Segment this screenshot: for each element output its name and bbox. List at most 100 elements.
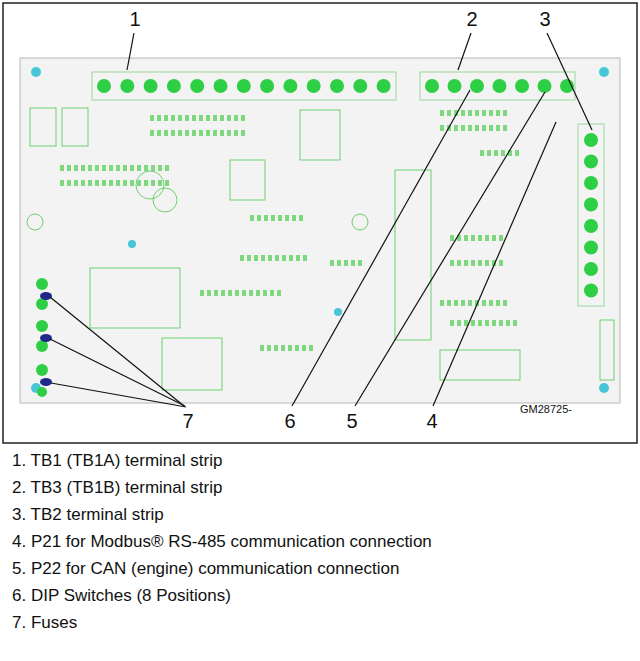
small-components bbox=[60, 110, 519, 351]
callout-number: 7 bbox=[182, 410, 193, 433]
smd-part bbox=[330, 260, 334, 266]
smd-part bbox=[270, 290, 274, 296]
smd-part bbox=[228, 290, 232, 296]
smd-part bbox=[351, 260, 355, 266]
smd-part bbox=[171, 130, 175, 136]
terminal-pad bbox=[584, 241, 598, 255]
smd-part bbox=[450, 235, 454, 241]
smd-part bbox=[130, 180, 134, 186]
smd-part bbox=[257, 215, 261, 221]
smd-part bbox=[185, 130, 189, 136]
smd-part bbox=[235, 290, 239, 296]
smd-part bbox=[227, 130, 231, 136]
board-components bbox=[27, 108, 614, 390]
smd-part bbox=[109, 180, 113, 186]
terminal-pad bbox=[584, 198, 598, 212]
smd-part bbox=[274, 345, 278, 351]
smd-part bbox=[247, 255, 251, 261]
smd-part bbox=[515, 150, 519, 156]
callout-number: 2 bbox=[466, 8, 477, 31]
terminal-pad bbox=[584, 219, 598, 233]
smd-part bbox=[492, 235, 496, 241]
smd-part bbox=[263, 290, 267, 296]
smd-part bbox=[234, 115, 238, 121]
smd-part bbox=[192, 115, 196, 121]
terminal-pad bbox=[237, 79, 251, 93]
smd-part bbox=[213, 115, 217, 121]
smd-part bbox=[116, 180, 120, 186]
smd-part bbox=[249, 290, 253, 296]
terminal-pad bbox=[144, 79, 158, 93]
smd-part bbox=[267, 345, 271, 351]
smd-part bbox=[74, 165, 78, 171]
smd-part bbox=[492, 320, 496, 326]
smd-part bbox=[494, 150, 498, 156]
smd-part bbox=[468, 300, 472, 306]
smd-part bbox=[264, 215, 268, 221]
smd-part bbox=[487, 150, 491, 156]
terminal-pad bbox=[330, 79, 344, 93]
smd-part bbox=[271, 215, 275, 221]
smd-part bbox=[440, 300, 444, 306]
smd-part bbox=[151, 165, 155, 171]
terminal-pad bbox=[307, 79, 321, 93]
smd-part bbox=[285, 215, 289, 221]
terminal-pad bbox=[377, 79, 391, 93]
smd-part bbox=[165, 165, 169, 171]
smd-part bbox=[165, 180, 169, 186]
terminal-pad bbox=[97, 79, 111, 93]
callout-number: 5 bbox=[346, 410, 357, 433]
smd-part bbox=[447, 110, 451, 116]
smd-part bbox=[60, 180, 64, 186]
smd-part bbox=[288, 345, 292, 351]
smd-part bbox=[74, 180, 78, 186]
smd-part bbox=[206, 115, 210, 121]
terminal-pad bbox=[167, 79, 181, 93]
smd-part bbox=[501, 150, 505, 156]
smd-part bbox=[123, 180, 127, 186]
smd-part bbox=[461, 300, 465, 306]
smd-part bbox=[102, 180, 106, 186]
smd-part bbox=[192, 130, 196, 136]
smd-part bbox=[478, 260, 482, 266]
smd-part bbox=[241, 130, 245, 136]
smd-part bbox=[164, 130, 168, 136]
smd-part bbox=[499, 260, 503, 266]
callout-legend-item: 4. P21 for Modbus® RS-485 communication … bbox=[12, 532, 432, 552]
smd-part bbox=[137, 165, 141, 171]
smd-part bbox=[277, 290, 281, 296]
smd-part bbox=[461, 125, 465, 131]
smd-part bbox=[450, 260, 454, 266]
smd-part bbox=[454, 300, 458, 306]
smd-part bbox=[278, 215, 282, 221]
smd-part bbox=[199, 130, 203, 136]
smd-part bbox=[206, 130, 210, 136]
smd-part bbox=[303, 255, 307, 261]
terminal-pad bbox=[584, 262, 598, 276]
terminal-pad bbox=[493, 79, 507, 93]
smd-part bbox=[478, 320, 482, 326]
smd-part bbox=[499, 235, 503, 241]
smd-part bbox=[130, 165, 134, 171]
smd-part bbox=[478, 235, 482, 241]
smd-part bbox=[281, 345, 285, 351]
terminal-pad bbox=[584, 176, 598, 190]
smd-part bbox=[227, 115, 231, 121]
smd-part bbox=[261, 255, 265, 261]
smd-part bbox=[461, 110, 465, 116]
smd-part bbox=[480, 150, 484, 156]
figure-frame bbox=[3, 3, 637, 443]
smd-part bbox=[242, 290, 246, 296]
smd-part bbox=[482, 300, 486, 306]
terminal-pads bbox=[97, 79, 598, 298]
smd-part bbox=[234, 130, 238, 136]
mounting-holes bbox=[31, 67, 609, 393]
smd-part bbox=[256, 290, 260, 296]
smd-part bbox=[513, 320, 517, 326]
smd-part bbox=[221, 290, 225, 296]
smd-part bbox=[299, 215, 303, 221]
smd-part bbox=[358, 260, 362, 266]
terminal-pad bbox=[425, 79, 439, 93]
terminal-pad bbox=[584, 155, 598, 169]
smd-part bbox=[158, 165, 162, 171]
